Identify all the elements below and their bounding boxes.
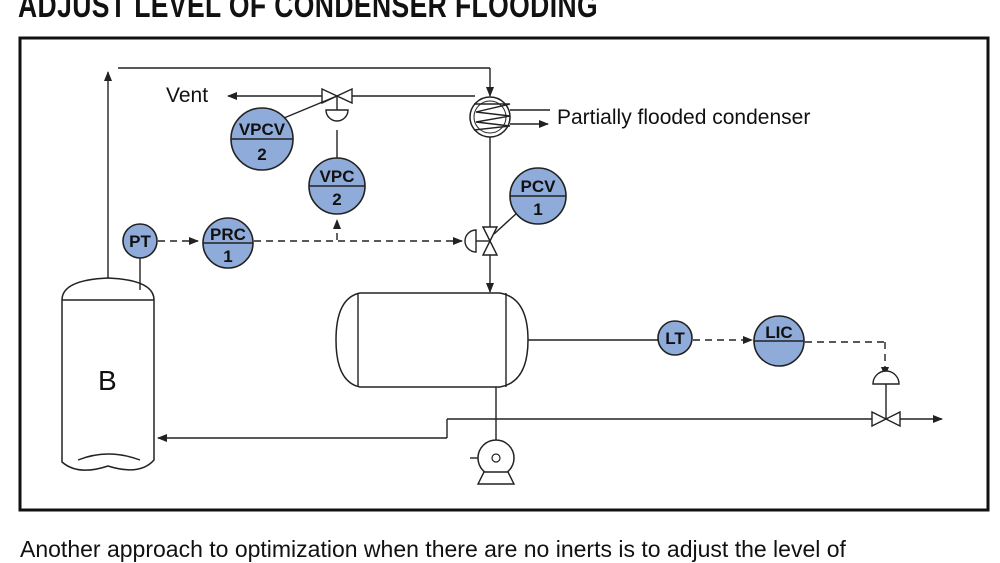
- level-control-valve: [871, 370, 901, 428]
- vpc-number: 2: [332, 190, 341, 209]
- instrument-pt: PT: [122, 223, 199, 290]
- diagram-frame: [18, 36, 990, 512]
- lt-tag: LT: [665, 329, 685, 348]
- vpcv-tag: VPCV: [239, 120, 286, 139]
- pt-tag: PT: [129, 232, 151, 251]
- level-loop: LT LIC: [528, 315, 889, 377]
- pcv-tag: PCV: [521, 177, 557, 196]
- pcv-valve: [464, 226, 499, 256]
- column-label: B: [98, 365, 117, 396]
- overhead-vapor-line: [104, 67, 494, 278]
- vent-line: Vent: [166, 84, 475, 107]
- condenser-label: Partially flooded condenser: [557, 106, 810, 129]
- instrument-vpcv-2: VPCV 2: [230, 95, 338, 171]
- vpc-tag: VPC: [320, 167, 355, 186]
- instrument-pcv-1: PCV 1: [493, 167, 567, 235]
- instrument-vpc-2: VPC 2: [308, 130, 366, 240]
- pump-and-piping: [157, 387, 943, 485]
- column-b: B: [61, 277, 155, 471]
- pcv-number: 1: [533, 200, 542, 219]
- instrument-lt: [657, 320, 693, 356]
- caption-text: Another approach to optimization when th…: [20, 536, 846, 562]
- prc-tag: PRC: [210, 225, 246, 244]
- lic-tag: LIC: [765, 323, 792, 342]
- instrument-prc-1: PRC 1: [202, 217, 463, 269]
- diagram-heading: ADJUST LEVEL OF CONDENSER FLOODING: [18, 0, 599, 25]
- vent-control-valve: [321, 87, 353, 122]
- partially-flooded-condenser: Partially flooded condenser: [469, 96, 810, 138]
- reflux-drum: [335, 292, 529, 388]
- vent-label: Vent: [166, 84, 208, 107]
- prc-number: 1: [223, 247, 232, 266]
- vpcv-number: 2: [257, 145, 266, 164]
